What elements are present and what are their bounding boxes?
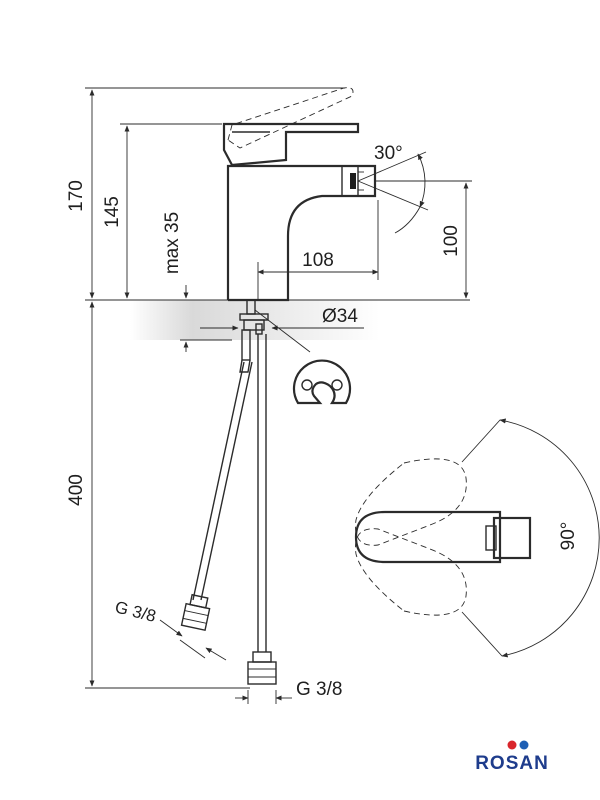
countertop-deck (85, 299, 470, 340)
dimension-lines (85, 87, 472, 704)
dim-hole-diameter: Ø34 (322, 306, 358, 327)
dim-spout-reach: 108 (302, 250, 334, 271)
flexible-hoses (180, 334, 277, 685)
logo-dot-blue (519, 740, 529, 750)
dim-total-height: 170 (66, 180, 87, 212)
dim-handle-rotation: 90° (558, 522, 579, 551)
brand-name: ROSAN (475, 753, 549, 774)
dim-deck-thickness: max 35 (162, 212, 183, 274)
faucet-body-side (222, 87, 377, 302)
logo-dot-red (507, 740, 517, 750)
dim-hose-length: 400 (66, 474, 87, 506)
dim-nozzle-angle: 30° (374, 143, 403, 164)
dim-connection-left: G 3/8 (113, 597, 158, 625)
handle-top-view (354, 418, 600, 658)
fixing-washer-detail (292, 359, 352, 405)
fixing-assembly (239, 299, 311, 373)
dim-spout-height: 145 (102, 196, 123, 228)
dim-connection-bottom: G 3/8 (296, 679, 342, 700)
dim-nozzle-height: 100 (441, 225, 462, 257)
rosan-logo: ROSAN (475, 740, 549, 774)
